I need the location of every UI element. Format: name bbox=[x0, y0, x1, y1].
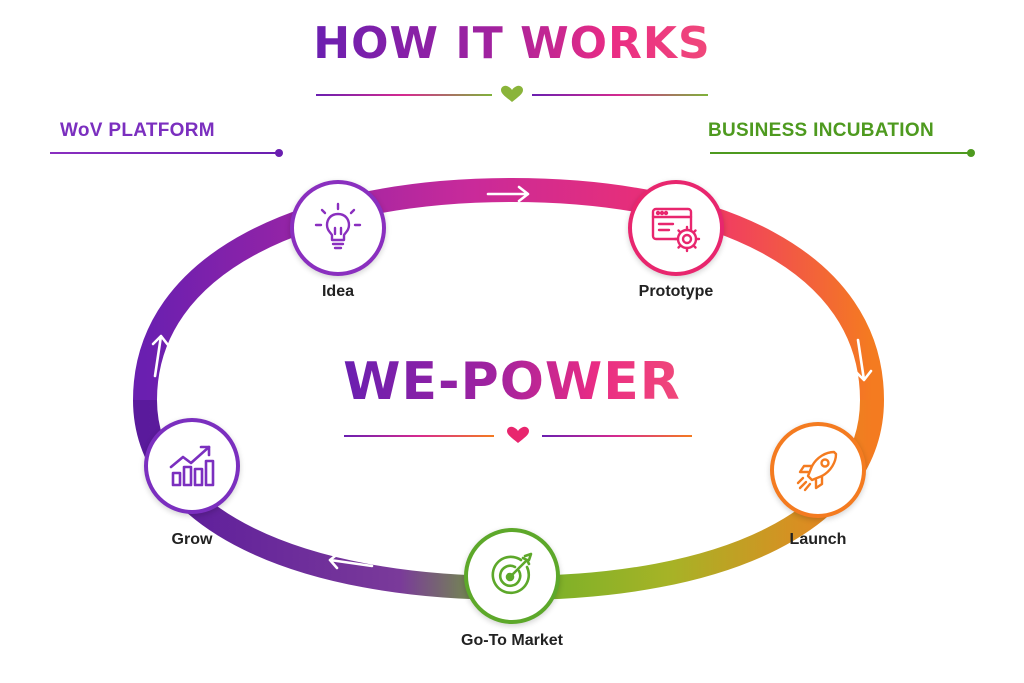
page-title: HOW IT WORKS bbox=[313, 18, 711, 69]
step-launch-node[interactable] bbox=[770, 422, 866, 518]
center-title: WE-POWER bbox=[343, 352, 681, 412]
lightbulb-icon bbox=[314, 202, 362, 250]
heart-icon bbox=[507, 426, 529, 443]
step-go-to-market-node[interactable] bbox=[464, 528, 560, 624]
business-incubation-label: BUSINESS INCUBATION bbox=[708, 120, 934, 141]
arrow-left-icon bbox=[328, 551, 374, 570]
step-grow-node[interactable] bbox=[144, 418, 240, 514]
step-prototype-node[interactable] bbox=[628, 180, 724, 276]
wov-platform-label: WoV PLATFORM bbox=[60, 120, 215, 141]
heart-icon bbox=[501, 85, 523, 102]
center-divider bbox=[344, 426, 692, 443]
arrow-down-icon bbox=[854, 338, 873, 382]
rocket-icon bbox=[796, 450, 838, 492]
arrow-up-icon bbox=[151, 334, 170, 378]
growth-chart-icon bbox=[169, 445, 215, 487]
arrow-right-icon bbox=[486, 185, 530, 203]
right-label-underline bbox=[710, 149, 975, 157]
step-go-to-market-label: Go-To Market bbox=[461, 632, 563, 649]
step-launch-label: Launch bbox=[789, 531, 847, 548]
browser-gear-icon bbox=[651, 207, 701, 253]
left-label-underline bbox=[50, 149, 283, 157]
step-grow-label: Grow bbox=[171, 531, 213, 548]
title-divider bbox=[316, 85, 708, 102]
step-idea-label: Idea bbox=[321, 283, 354, 300]
step-idea-node[interactable] bbox=[290, 180, 386, 276]
target-icon bbox=[491, 552, 533, 595]
step-prototype-label: Prototype bbox=[638, 283, 714, 300]
